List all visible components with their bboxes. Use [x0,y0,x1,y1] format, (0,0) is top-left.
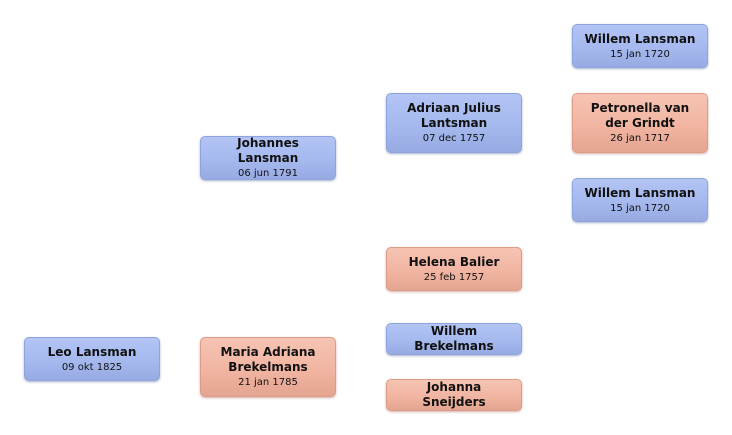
person-name: Willem Lansman [584,31,696,46]
person-name: Willem Brekelmans [414,324,494,353]
person-card-willem-lansman-2[interactable]: Willem Lansman 15 jan 1720 [572,178,708,222]
person-date: 15 jan 1720 [610,202,670,214]
person-name: Maria Adriana Brekelmans [220,345,316,374]
person-card-johannes-lansman[interactable]: Johannes Lansman 06 jun 1791 [200,136,336,180]
person-date: 15 jan 1720 [610,48,670,60]
person-date: 25 feb 1757 [423,271,485,283]
person-card-helena-balier[interactable]: Helena Balier 25 feb 1757 [386,247,522,291]
person-date: 07 dec 1757 [422,133,486,144]
person-card-maria-adriana-brekelmans[interactable]: Maria Adriana Brekelmans 21 jan 1785 [200,337,336,397]
person-name: Johanna Sneijders [422,380,486,409]
person-card-leo-lansman[interactable]: Leo Lansman 09 okt 1825 [24,337,160,381]
person-date: 06 jun 1791 [238,168,298,179]
person-card-johanna-sneijders[interactable]: Johanna Sneijders [386,379,522,411]
person-date: 09 okt 1825 [61,361,123,373]
person-date: 26 jan 1717 [610,133,670,144]
person-name: Petronella van der Grindt [590,101,690,130]
person-name: Adriaan Julius Lantsman [407,101,501,130]
person-card-adriaan-julius-lantsman[interactable]: Adriaan Julius Lantsman 07 dec 1757 [386,93,522,153]
person-name: Willem Lansman [584,185,696,200]
person-name: Helena Balier [408,254,500,269]
person-name: Johannes Lansman [237,136,299,165]
person-name: Leo Lansman [47,344,137,359]
person-date: 21 jan 1785 [238,377,298,388]
person-card-petronella-van-der-grindt[interactable]: Petronella van der Grindt 26 jan 1717 [572,93,708,153]
person-card-willem-brekelmans[interactable]: Willem Brekelmans [386,323,522,355]
person-card-willem-lansman-1[interactable]: Willem Lansman 15 jan 1720 [572,24,708,68]
